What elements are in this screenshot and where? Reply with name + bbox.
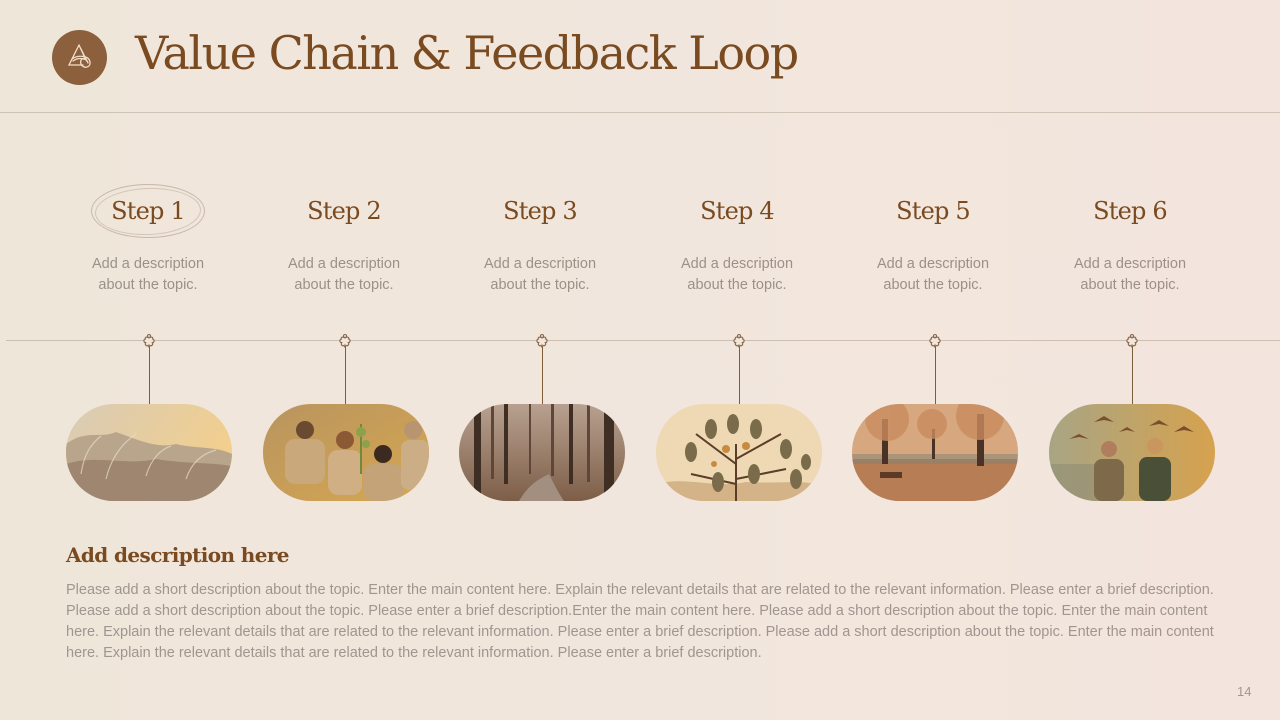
timeline-connector-5 [927, 333, 943, 405]
step-title: Step 3 [503, 197, 578, 225]
step-description-line: about the topic. [294, 277, 394, 293]
step-description-line: Add a description [876, 256, 990, 272]
step-title: Step 2 [307, 197, 382, 225]
monogram-a-logo-icon [67, 43, 91, 68]
page-title: Value Chain & Feedback Loop [135, 26, 799, 80]
step-description-line: about the topic. [98, 277, 198, 293]
volunteers-planting-image-icon [263, 404, 429, 501]
timeline-connector-3 [534, 333, 550, 405]
step-2-image [263, 404, 429, 501]
step-description: Add a description about the topic. [835, 254, 1031, 296]
step-title: Step 4 [700, 197, 775, 225]
description-heading: Add description here [66, 543, 290, 567]
header-divider [0, 112, 1280, 113]
description-body: Please add a short description about the… [66, 582, 1214, 661]
step-title: Step 6 [1093, 197, 1168, 225]
step-4: Step 4 Add a description about the topic… [639, 180, 835, 296]
timeline-connector-4 [731, 333, 747, 405]
step-1: Step 1 Add a description about the topic… [50, 180, 246, 296]
connector-stem [934, 347, 936, 405]
autumn-forest-image-icon [459, 404, 625, 501]
timeline-connector-1 [141, 333, 157, 405]
autumn-park-image-icon [852, 404, 1018, 501]
connector-stem [738, 347, 740, 405]
timeline-line [6, 340, 1280, 341]
step-description: Add a description about the topic. [1032, 254, 1228, 296]
step-5: Step 5 Add a description about the topic… [835, 180, 1031, 296]
step-description-line: about the topic. [1080, 277, 1180, 293]
timeline-connector-2 [337, 333, 353, 405]
step-6-image [1049, 404, 1215, 501]
page-number: 14 [1237, 684, 1252, 699]
logo [52, 30, 107, 85]
step-1-image [66, 404, 232, 501]
connector-stem [344, 347, 346, 405]
timeline-connector-6 [1124, 333, 1140, 405]
hikers-with-geese-image-icon [1049, 404, 1215, 501]
step-description: Add a description about the topic. [50, 254, 246, 296]
step-description-line: Add a description [1073, 256, 1187, 272]
step-description: Add a description about the topic. [639, 254, 835, 296]
step-title: Step 1 [91, 180, 205, 242]
step-description: Add a description about the topic. [246, 254, 442, 296]
connector-stem [1131, 347, 1133, 405]
pampas-grass-image-icon [66, 404, 232, 501]
birds-on-branches-image-icon [656, 404, 822, 501]
step-description-line: Add a description [680, 256, 794, 272]
step-3: Step 3 Add a description about the topic… [442, 180, 638, 296]
step-description-line: Add a description [91, 256, 205, 272]
connector-stem [148, 347, 150, 405]
step-5-image [852, 404, 1018, 501]
step-6: Step 6 Add a description about the topic… [1032, 180, 1228, 296]
step-description-line: Add a description [287, 256, 401, 272]
step-4-image [656, 404, 822, 501]
step-description-line: Add a description [483, 256, 597, 272]
step-3-image [459, 404, 625, 501]
step-description-line: about the topic. [687, 277, 787, 293]
connector-stem [541, 347, 543, 405]
step-description-line: about the topic. [883, 277, 983, 293]
step-description-line: about the topic. [490, 277, 590, 293]
step-title: Step 5 [896, 197, 971, 225]
step-description: Add a description about the topic. [442, 254, 638, 296]
step-2: Step 2 Add a description about the topic… [246, 180, 442, 296]
